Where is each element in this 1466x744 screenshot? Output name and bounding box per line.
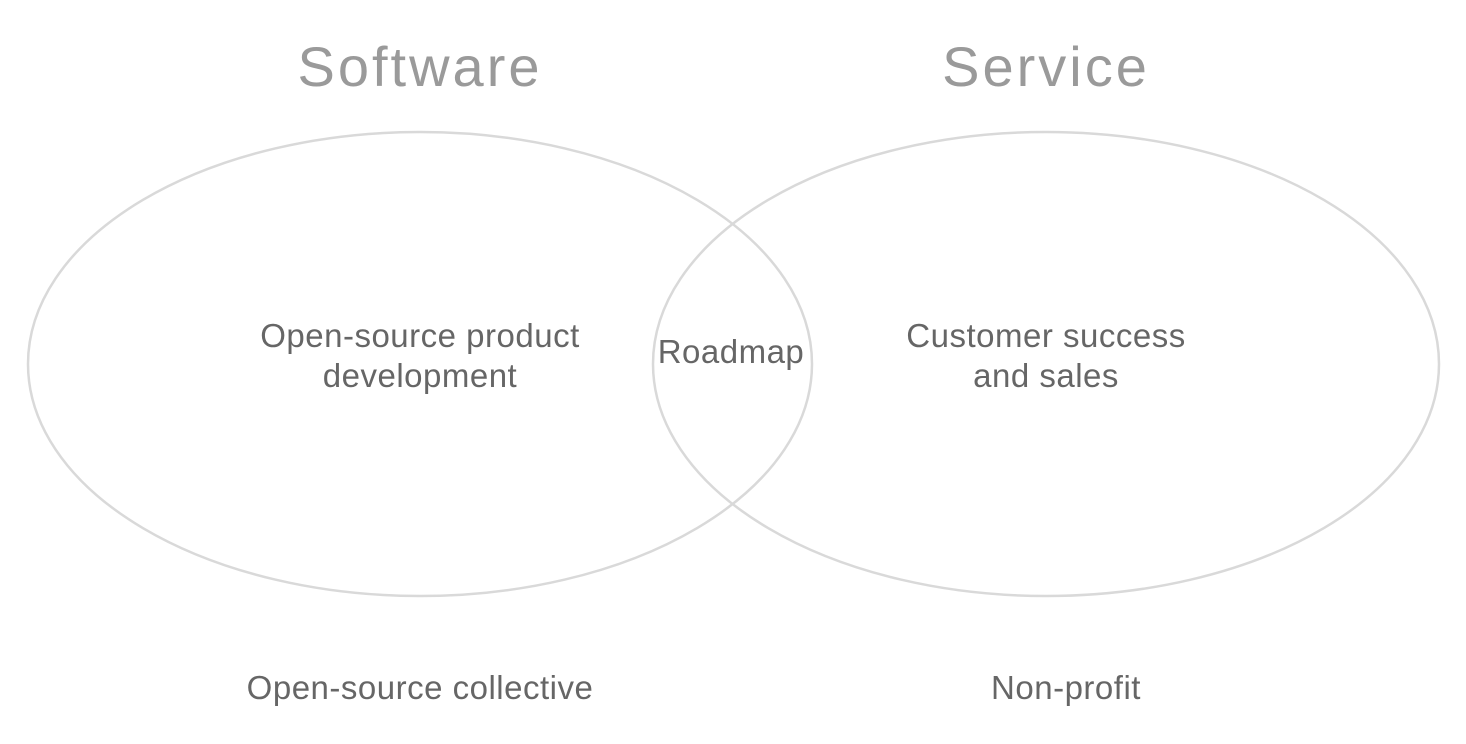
overlap-region-label: Roadmap [657,333,805,370]
service-title: Service [942,35,1150,98]
service-region-label: Customer success and sales [906,317,1186,394]
software-title: Software [297,35,543,98]
software-caption: Open-source collective [246,669,594,706]
software-region-label: Open-source product development [260,317,580,394]
service-caption: Non-profit [991,669,1141,706]
software-ellipse [26,130,814,598]
service-ellipse [651,130,1441,598]
